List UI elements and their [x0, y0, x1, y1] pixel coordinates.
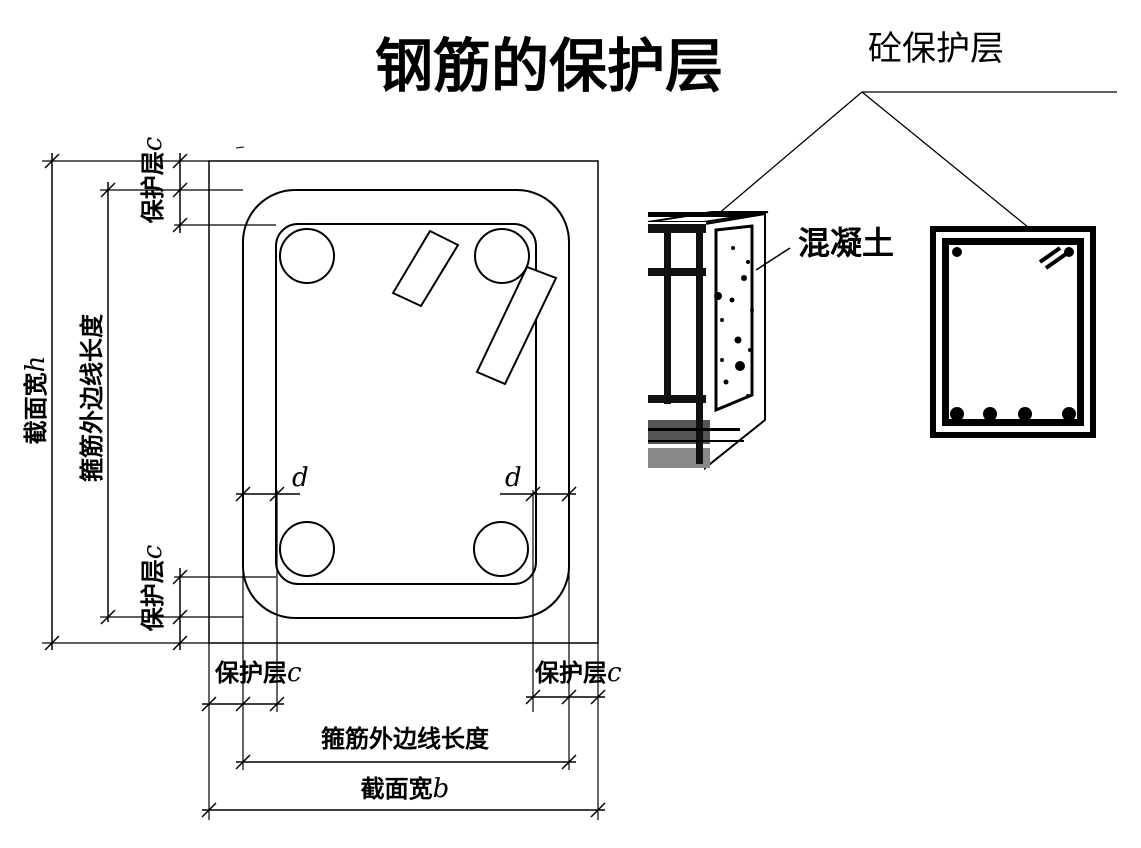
beam-3d-image: [647, 211, 791, 471]
var-b: b: [433, 774, 450, 804]
slide-title: 钢筋的保护层: [375, 32, 723, 100]
var-h: h: [21, 356, 51, 373]
var-c-bottom: c: [138, 544, 168, 559]
label-cover-left: 保护层: [214, 658, 287, 687]
svg-text:保护层c: 保护层c: [534, 658, 622, 688]
stirrup-hook-2: [475, 265, 558, 386]
svg-text:截面宽h: 截面宽h: [21, 356, 51, 445]
rebar-bottom-left: [279, 521, 335, 577]
stirrup-outer: [242, 189, 570, 619]
var-d-right: d: [505, 463, 522, 493]
cross-section-image: [930, 226, 1096, 438]
svg-text:保护层c: 保护层c: [138, 136, 168, 224]
label-width: 截面宽: [361, 774, 433, 803]
rebar-top-right: [474, 228, 530, 284]
rebar-top-left: [279, 228, 335, 284]
label-cover-top-group: 保护层c: [138, 136, 168, 224]
cover-subtitle: 砼保护层: [868, 29, 1004, 69]
var-c-top: c: [138, 136, 168, 151]
label-cover-bottom: 保护层: [138, 559, 167, 632]
svg-text:保护层c: 保护层c: [214, 658, 302, 688]
label-cover-right: 保护层: [534, 658, 607, 687]
label-height: 截面宽: [21, 372, 50, 444]
section-outline: [208, 160, 599, 644]
label-cover-bottom-group: 保护层c: [138, 544, 168, 632]
svg-text:截面宽b: 截面宽b: [361, 774, 450, 804]
section-drawing: [42, 153, 606, 820]
label-height-group: 截面宽h: [21, 356, 51, 445]
label-stirrup-height: 箍筋外边线长度: [77, 313, 106, 482]
leader-line-right: [861, 91, 1035, 233]
var-d-left: d: [292, 463, 309, 493]
leader-line-left: [703, 91, 863, 227]
stirrup-inner: [275, 223, 537, 585]
label-stirrup-height-group: 箍筋外边线长度: [77, 313, 106, 482]
var-c-right: c: [607, 658, 622, 688]
stirrup-hook-1: [391, 229, 460, 308]
svg-text:保护层c: 保护层c: [138, 544, 168, 632]
label-concrete: 混凝土: [798, 224, 894, 262]
label-stirrup-width: 箍筋外边线长度: [321, 724, 490, 753]
var-c-left: c: [287, 658, 302, 688]
rebar-bottom-right: [473, 521, 529, 577]
stray-mark: [235, 146, 245, 149]
label-cover-top: 保护层: [138, 151, 167, 224]
